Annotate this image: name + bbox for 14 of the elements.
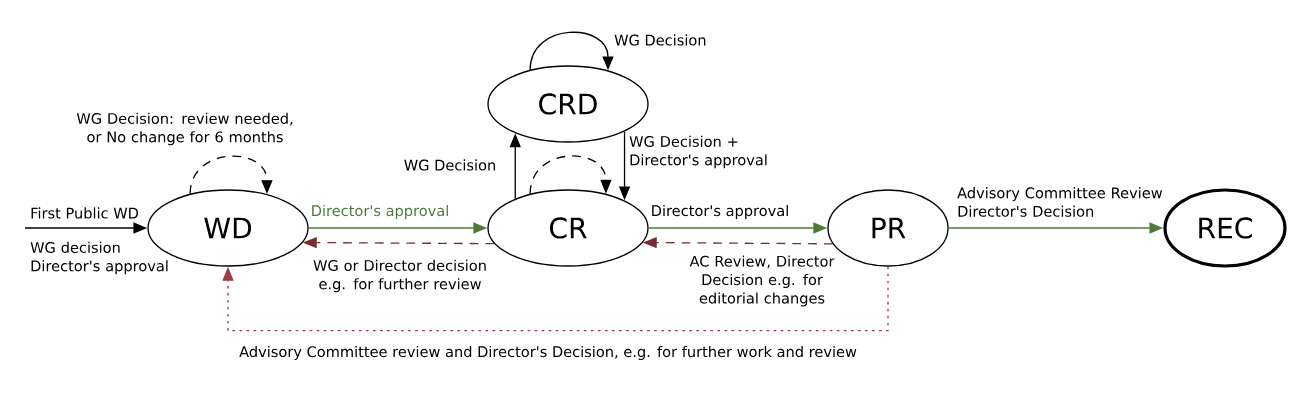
edge-label: Advisory Committee review and Director's Decision, e.g. for further work and review [239, 345, 857, 361]
edge-label: WG Decision [614, 34, 706, 46]
edge-label: First Public WD [31, 207, 139, 219]
edge-label: Director's approval [652, 204, 788, 220]
edge-label: Director's approval [312, 204, 448, 220]
arrow [529, 31, 614, 71]
arrow [189, 155, 273, 195]
edge-label: WG Decision [404, 159, 495, 171]
edge-label: Advisory Committee Review Director's Decision [957, 187, 1163, 217]
arrow [222, 265, 889, 332]
edge-label: WG Decision: review needed, or No change for 6 months [76, 112, 293, 146]
arrow [529, 155, 612, 195]
edge-label: WG or Director decision e.g. for further review [313, 259, 486, 293]
edge-label: AC Review, Director Decision e.g. for editorial changes [689, 255, 835, 307]
